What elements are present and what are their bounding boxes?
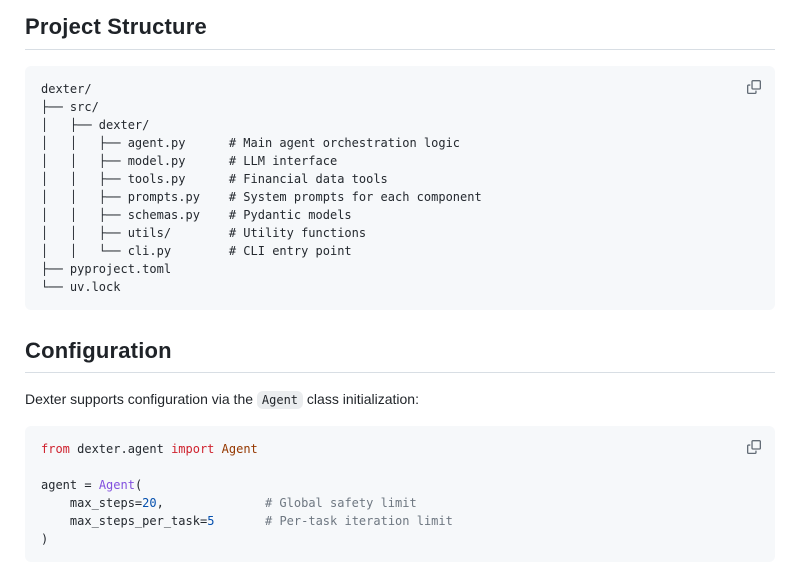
section-heading-configuration: Configuration	[25, 337, 775, 373]
configuration-paragraph: Dexter supports configuration via the Ag…	[25, 389, 775, 410]
copy-icon	[747, 79, 761, 94]
copy-button[interactable]	[741, 434, 767, 460]
copy-icon	[747, 440, 761, 454]
inline-code-agent: Agent	[256, 391, 304, 409]
paragraph-text-before: Dexter supports configuration via the	[25, 391, 257, 407]
section-heading-project-structure: Project Structure	[25, 13, 775, 50]
code-block-project-structure: dexter/ ├── src/ │ ├── dexter/ │ │ ├── a…	[25, 65, 775, 310]
project-tree-content: dexter/ ├── src/ │ ├── dexter/ │ │ ├── a…	[41, 81, 482, 294]
paragraph-text-after: class initialization:	[303, 391, 419, 407]
copy-button[interactable]	[741, 74, 767, 100]
